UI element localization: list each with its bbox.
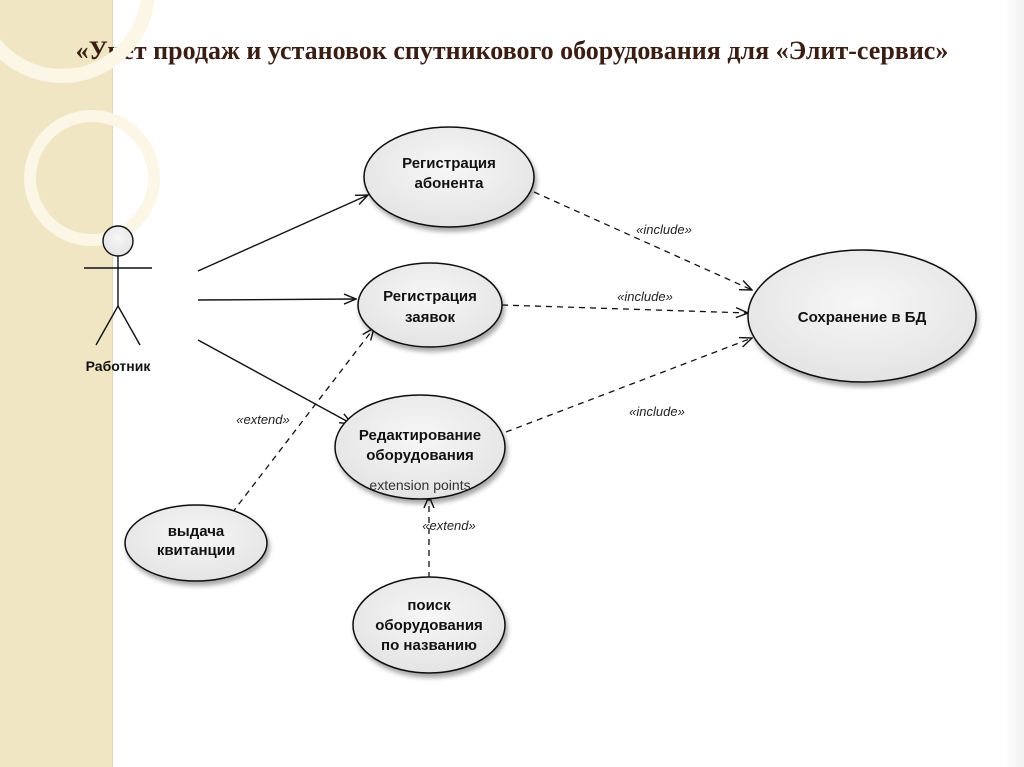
extend-line-receipt bbox=[231, 328, 374, 514]
svg-text:поиск: поиск bbox=[407, 597, 451, 614]
svg-text:выдача: выдача bbox=[168, 523, 225, 540]
assoc-register-subscriber bbox=[197, 195, 368, 272]
svg-text:абонента: абонента bbox=[415, 175, 485, 192]
include-line-2 bbox=[501, 304, 748, 313]
actor-worker: Работник bbox=[84, 225, 152, 374]
dependencies bbox=[231, 191, 752, 578]
include-label-2: «include» bbox=[617, 289, 673, 304]
use-case-register-requests: Регистрация заявок bbox=[357, 262, 503, 348]
svg-text:оборудования: оборудования bbox=[375, 617, 483, 634]
svg-text:заявок: заявок bbox=[405, 309, 456, 326]
extension-points-label: extension points bbox=[369, 477, 470, 493]
extend-label-receipt: «extend» bbox=[236, 412, 290, 427]
use-case-register-subscriber: Регистрация абонента bbox=[363, 126, 535, 228]
include-label-3: «include» bbox=[629, 404, 685, 419]
include-label-1: «include» bbox=[636, 222, 692, 237]
svg-text:квитанции: квитанции bbox=[157, 542, 235, 559]
stereotype-labels: «include» «include» «include» «extend» «… bbox=[236, 222, 692, 533]
svg-text:по названию: по названию bbox=[381, 637, 477, 654]
svg-text:Редактирование: Редактирование bbox=[359, 427, 481, 444]
svg-text:Регистрация: Регистрация bbox=[383, 288, 477, 305]
slide-title: «Учет продаж и установок спутникового об… bbox=[75, 36, 949, 65]
extend-label-search: «extend» bbox=[422, 518, 476, 533]
page-edge-shadow bbox=[1004, 0, 1024, 767]
assoc-edit-equipment bbox=[197, 339, 352, 424]
include-line-1 bbox=[533, 191, 752, 290]
associations bbox=[197, 195, 368, 424]
actor-head bbox=[102, 225, 134, 257]
use-case-save-db: Сохранение в БД bbox=[747, 249, 977, 383]
svg-text:Сохранение в БД: Сохранение в БД bbox=[798, 309, 927, 326]
decorative-circles bbox=[0, 0, 160, 246]
assoc-register-requests bbox=[197, 299, 356, 300]
actor-label: Работник bbox=[86, 358, 152, 374]
svg-text:Регистрация: Регистрация bbox=[402, 155, 496, 172]
use-case-edit-equipment: Редактирование оборудования extension po… bbox=[334, 394, 506, 500]
svg-text:оборудования: оборудования bbox=[366, 447, 474, 464]
use-case-search-equipment: поиск оборудования по названию bbox=[352, 576, 506, 674]
use-case-issue-receipt: выдача квитанции bbox=[124, 504, 268, 582]
